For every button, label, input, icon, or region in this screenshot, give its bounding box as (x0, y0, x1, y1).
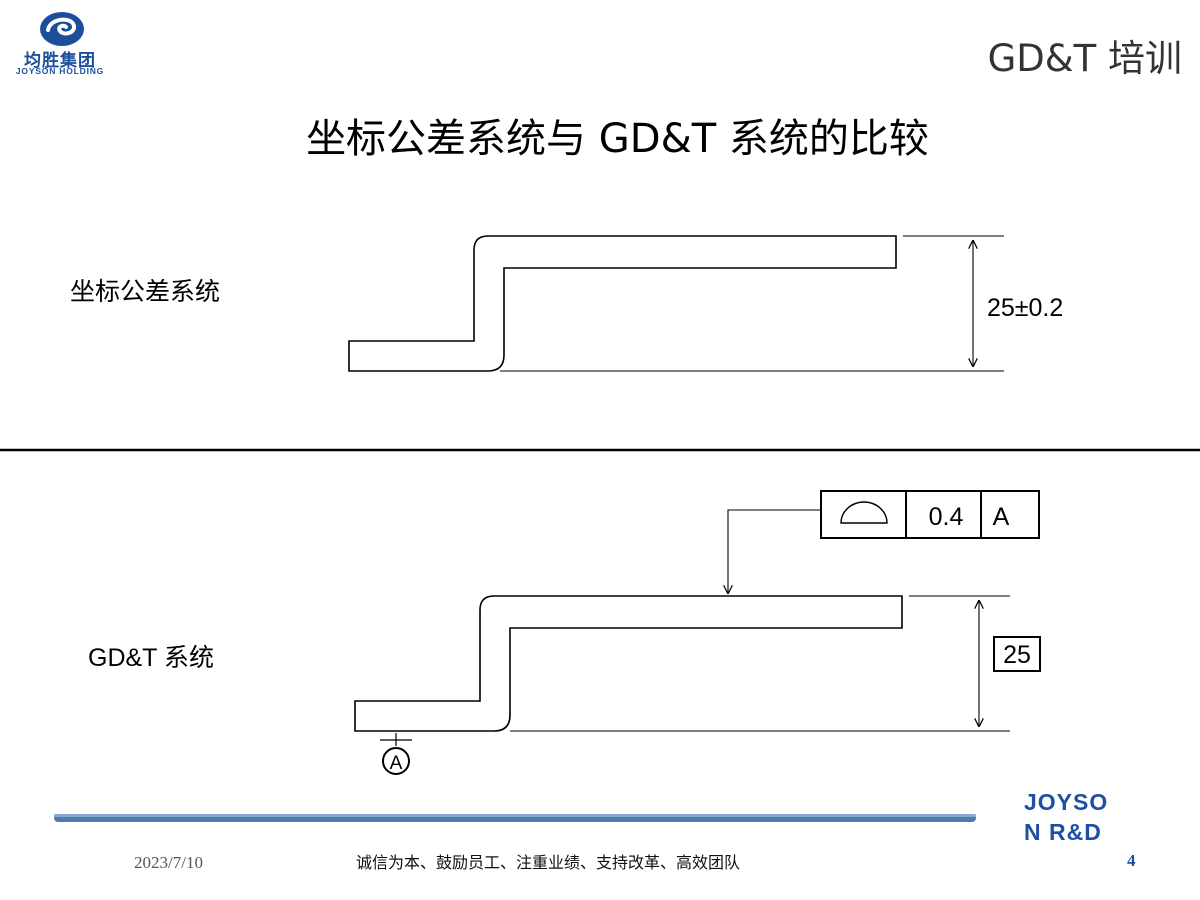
basic-dimension-box: 25 (993, 636, 1041, 672)
fcf-datum-text: A (993, 503, 1010, 531)
company-logo: 均胜集团 JOYSON HOLDING (8, 10, 112, 78)
footer-motto: 诚信为本、鼓励员工、注重业绩、支持改革、高效团队 (356, 853, 741, 872)
footer-brand-line2: N R&D (1024, 819, 1102, 845)
basic-dimension-text: 25 (1003, 641, 1031, 669)
fcf-tolerance-text: 0.4 (929, 503, 964, 531)
page-number: 4 (1127, 851, 1136, 870)
profile-of-a-surface-icon (840, 501, 888, 524)
logo-company-subtitle: JOYSON HOLDING (15, 66, 105, 76)
joyson-swirl-logo-icon (40, 12, 84, 46)
footer-date: 2023/7/10 (134, 853, 203, 872)
logo-company-name: 均胜集团 (24, 51, 96, 71)
footer-bar (54, 814, 976, 822)
datum-feature-symbol: A (380, 733, 412, 775)
footer-brand-line1: JOYSO (1024, 789, 1109, 815)
gdt-system-label: GD&T 系统 (88, 644, 214, 672)
slide-title: 坐标公差系统与 GD&T 系统的比较 (306, 116, 929, 162)
gdt-part-profile (354, 595, 903, 732)
coordinate-system-label: 坐标公差系统 (70, 277, 221, 306)
leader-line (728, 509, 821, 594)
coordinate-part-profile (348, 235, 897, 372)
coordinate-dimension-text: 25±0.2 (987, 294, 1063, 322)
datum-label-text: A (390, 753, 403, 774)
header-title: GD&T 培训 (987, 37, 1182, 80)
gdt-dimension-lines (510, 595, 1010, 732)
feature-control-frame: 0.4 A (820, 490, 1040, 539)
coordinate-dimension-lines (500, 235, 1004, 372)
footer-brand: JOYSO N R&D (1024, 787, 1124, 847)
